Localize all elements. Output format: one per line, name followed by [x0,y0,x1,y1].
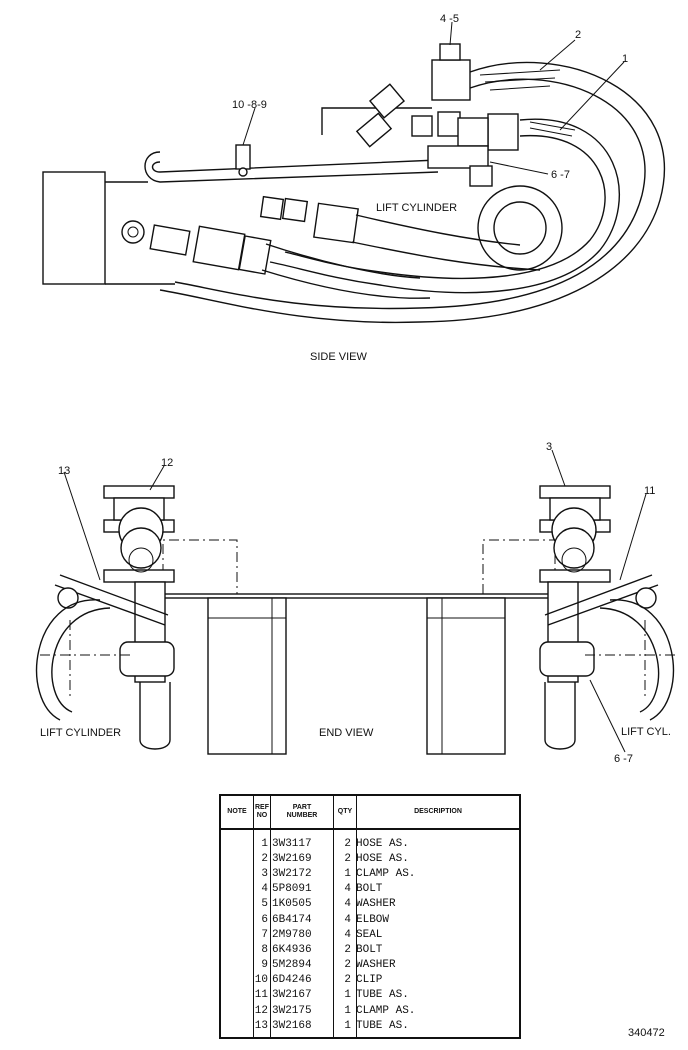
header-qty: QTY [334,796,357,828]
cell-ref-no: 8 [261,943,268,956]
cell-description: TUBE AS. [356,989,409,1002]
table-row: 8 6K4936 2 BOLT [221,942,519,957]
callout-1: 1 [622,53,628,65]
cell-ref-no: 7 [261,928,268,941]
cell-ref-no: 4 [261,883,268,896]
cell-part-number: 3W2168 [272,1019,312,1032]
cell-part-number: 3W2167 [272,989,312,1002]
cell-description: BOLT [356,883,383,896]
cell-ref-no: 1 [261,837,268,850]
end-view-drawing [35,449,675,755]
cell-description: HOSE AS. [356,852,409,865]
cell-ref-no: 12 [254,1004,268,1017]
cell-ref-no: 3 [261,867,268,880]
end-view-title: END VIEW [319,727,374,739]
header-description: DESCRIPTION [414,808,462,815]
cell-part-number: 2M9780 [272,928,312,941]
table-row: 6 6B4174 4 ELBOW [221,912,519,927]
callout-3: 3 [546,441,552,453]
table-row: 1 3W3117 2 HOSE AS. [221,836,519,851]
cell-qty: 4 [344,928,351,941]
table-row: 10 6D4246 2 CLIP [221,973,519,988]
cell-description: HOSE AS. [356,837,409,850]
table-row: 2 3W2169 2 HOSE AS. [221,851,519,866]
cell-ref-no: 13 [254,1019,268,1032]
cell-qty: 4 [344,883,351,896]
callout-13: 13 [58,465,70,477]
cell-qty: 2 [344,959,351,972]
callout-11: 11 [644,485,655,497]
cell-ref-no: 10 [254,974,268,987]
cell-qty: 2 [344,943,351,956]
table-row: 12 3W2175 1 CLAMP AS. [221,1003,519,1018]
cell-qty: 2 [344,974,351,987]
cell-description: WASHER [356,898,396,911]
cell-description: TUBE AS. [356,1019,409,1032]
cell-description: BOLT [356,943,383,956]
cell-part-number: 6D4246 [272,974,312,987]
table-row: 9 5M2894 2 WASHER [221,958,519,973]
callout-12: 12 [161,457,173,469]
callout-10-8-9: 10 -8-9 [232,99,267,111]
cell-qty: 1 [344,1004,351,1017]
callout-2: 2 [575,29,581,41]
side-view-title: SIDE VIEW [310,351,367,363]
cell-description: ELBOW [356,913,390,926]
callout-6-7-side: 6 -7 [551,169,570,181]
cell-ref-no: 11 [254,989,268,1002]
table-row: 11 3W2167 1 TUBE AS. [221,988,519,1003]
side-view-drawing [42,21,666,324]
table-row: 5 1K0505 4 WASHER [221,897,519,912]
cell-ref-no: 5 [261,898,268,911]
cell-description: CLAMP AS. [356,867,416,880]
cell-part-number: 3W2172 [272,867,312,880]
header-part-number: PART NUMBER [271,796,334,828]
table-row: 3 3W2172 1 CLAMP AS. [221,866,519,881]
cell-description: WASHER [356,959,396,972]
cell-ref-no: 6 [261,913,268,926]
table-row: 13 3W2168 1 TUBE AS. [221,1018,519,1033]
cell-qty: 1 [344,1019,351,1032]
cell-part-number: 3W2169 [272,852,312,865]
lift-cylinder-side-label: LIFT CYLINDER [376,202,457,214]
lift-cylinder-end-left-label: LIFT CYLINDER [40,727,121,739]
cell-ref-no: 9 [261,959,268,972]
cell-description: CLIP [356,974,383,987]
parts-list-table: NOTE REF NO PART NUMBER QTY DESCRIPTION … [219,794,521,1040]
header-ref-no: REF NO [254,796,271,828]
cell-ref-no: 2 [261,852,268,865]
table-row: 4 5P8091 4 BOLT [221,882,519,897]
parts-table-header: NOTE REF NO PART NUMBER QTY DESCRIPTION [221,796,519,830]
cell-part-number: 1K0505 [272,898,312,911]
callout-4-5: 4 -5 [440,13,459,25]
cell-qty: 2 [344,852,351,865]
header-note: NOTE [221,796,254,828]
cell-description: CLAMP AS. [356,1004,416,1017]
cell-part-number: 3W2175 [272,1004,312,1017]
table-row: 7 2M9780 4 SEAL [221,927,519,942]
cell-qty: 1 [344,867,351,880]
cell-part-number: 6B4174 [272,913,312,926]
cell-part-number: 3W3117 [272,837,312,850]
cell-qty: 2 [344,837,351,850]
cell-qty: 1 [344,989,351,1002]
cell-qty: 4 [344,913,351,926]
cell-qty: 4 [344,898,351,911]
cell-description: SEAL [356,928,383,941]
cell-part-number: 6K4936 [272,943,312,956]
callout-6-7-end: 6 -7 [614,753,633,765]
figure-number: 340472 [628,1027,665,1039]
cell-part-number: 5M2894 [272,959,312,972]
lift-cyl-end-right-label: LIFT CYL. [621,726,671,738]
cell-part-number: 5P8091 [272,883,312,896]
